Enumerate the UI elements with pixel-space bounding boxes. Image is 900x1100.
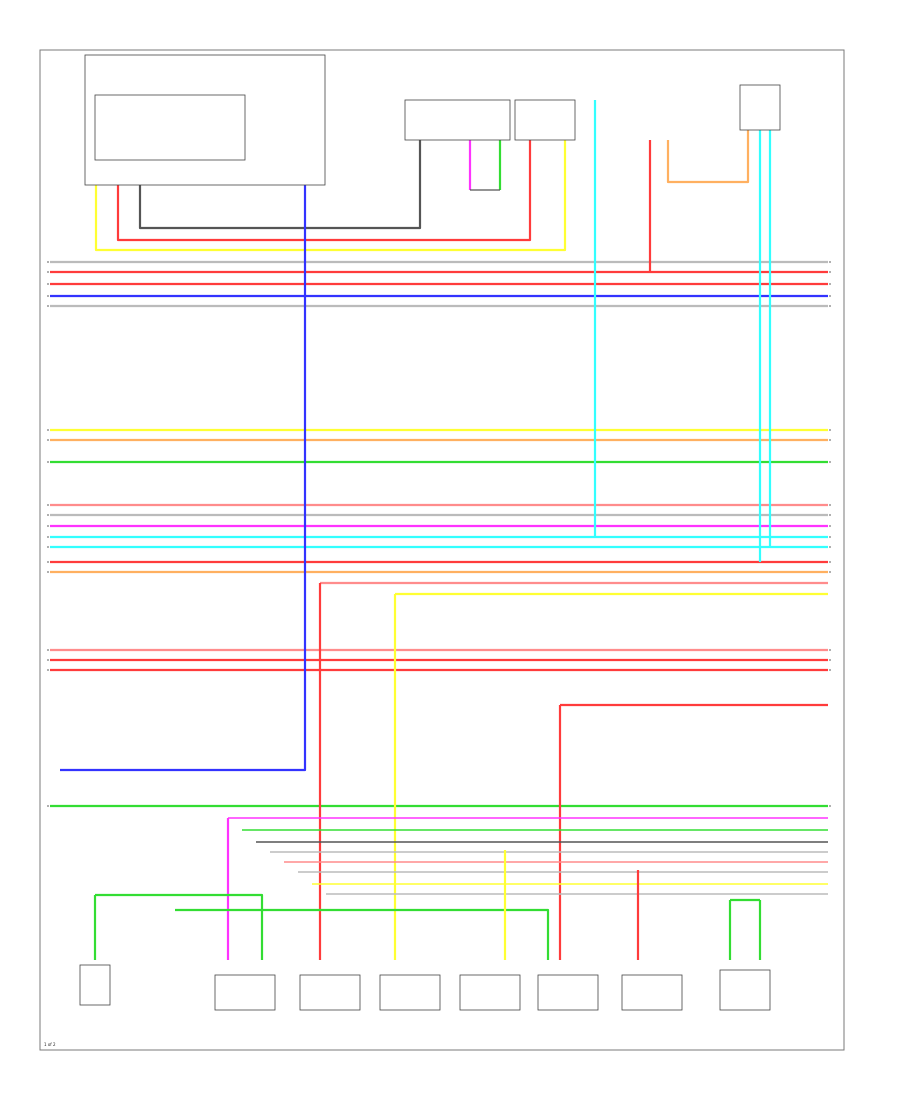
bus-line-3-2-terminal-left xyxy=(47,669,49,671)
bus-line-0-4-terminal-left xyxy=(47,305,49,307)
lower-sensor-left xyxy=(79,964,111,1006)
wire-dark-top xyxy=(138,140,422,230)
module-top-mid xyxy=(404,99,511,141)
bus-line-2-0-terminal-right xyxy=(829,504,831,506)
bus-line-3-1-terminal-right xyxy=(829,659,831,661)
bus-line-2-3-terminal-left xyxy=(47,536,49,538)
lower-module-4 xyxy=(537,974,599,1011)
bus-line-0-0-terminal-right xyxy=(829,261,831,263)
bus-line-4-0-terminal-left xyxy=(47,805,49,807)
bus-line-0-1-terminal-left xyxy=(47,271,49,273)
bus-line-2-5-terminal-left xyxy=(47,561,49,563)
lower-module-3 xyxy=(459,974,521,1011)
bus-line-0-3-terminal-left xyxy=(47,295,49,297)
bus-line-1-2-terminal-left xyxy=(47,461,49,463)
bus-line-0-2-terminal-left xyxy=(47,283,49,285)
bus-line-1-0-terminal-left xyxy=(47,429,49,431)
wire-blue-long xyxy=(60,185,307,772)
wire-yellow-top xyxy=(94,140,567,252)
connector-top-right xyxy=(739,84,781,131)
lower-module-1 xyxy=(299,974,361,1011)
wire-green-left-bus xyxy=(95,893,264,960)
wire-orange-loop xyxy=(666,130,750,184)
bus-line-0-2-terminal-right xyxy=(829,283,831,285)
bus-line-2-6-terminal-right xyxy=(829,571,831,573)
bus-line-2-2-terminal-right xyxy=(829,525,831,527)
bus-line-2-4-terminal-right xyxy=(829,546,831,548)
page-reference: 1 of 2 xyxy=(44,1042,56,1047)
bus-line-2-5-terminal-right xyxy=(829,561,831,563)
wire-layer xyxy=(47,100,831,960)
bus-line-2-6-terminal-left xyxy=(47,571,49,573)
bus-line-0-4-terminal-right xyxy=(829,305,831,307)
lower-module-2 xyxy=(379,974,441,1011)
lower-module-5 xyxy=(621,974,683,1011)
bus-line-1-2-terminal-right xyxy=(829,461,831,463)
module-top-mid-right xyxy=(514,99,576,141)
bus-line-3-0-terminal-right xyxy=(829,649,831,651)
wire-red-top xyxy=(116,140,532,242)
bus-line-3-2-terminal-right xyxy=(829,669,831,671)
bus-line-1-1-terminal-right xyxy=(829,439,831,441)
module-top-left-inner xyxy=(94,94,246,161)
bus-line-0-3-terminal-right xyxy=(829,295,831,297)
diagram-frame xyxy=(39,49,845,1051)
bus-line-3-0-terminal-left xyxy=(47,649,49,651)
bus-line-0-1-terminal-right xyxy=(829,271,831,273)
wire-green-mid xyxy=(175,908,550,960)
bus-line-4-0-terminal-right xyxy=(829,805,831,807)
bus-line-3-1-terminal-left xyxy=(47,659,49,661)
lower-module-0 xyxy=(214,974,276,1011)
bus-line-2-0-terminal-left xyxy=(47,504,49,506)
lower-module-right xyxy=(719,969,771,1011)
bus-line-2-1-terminal-left xyxy=(47,514,49,516)
bus-line-2-1-terminal-right xyxy=(829,514,831,516)
bus-line-2-2-terminal-left xyxy=(47,525,49,527)
bus-line-1-1-terminal-left xyxy=(47,439,49,441)
bus-line-2-4-terminal-left xyxy=(47,546,49,548)
component-layer xyxy=(79,54,781,1011)
bus-line-1-0-terminal-right xyxy=(829,429,831,431)
bus-line-0-0-terminal-left xyxy=(47,261,49,263)
bus-line-2-3-terminal-right xyxy=(829,536,831,538)
